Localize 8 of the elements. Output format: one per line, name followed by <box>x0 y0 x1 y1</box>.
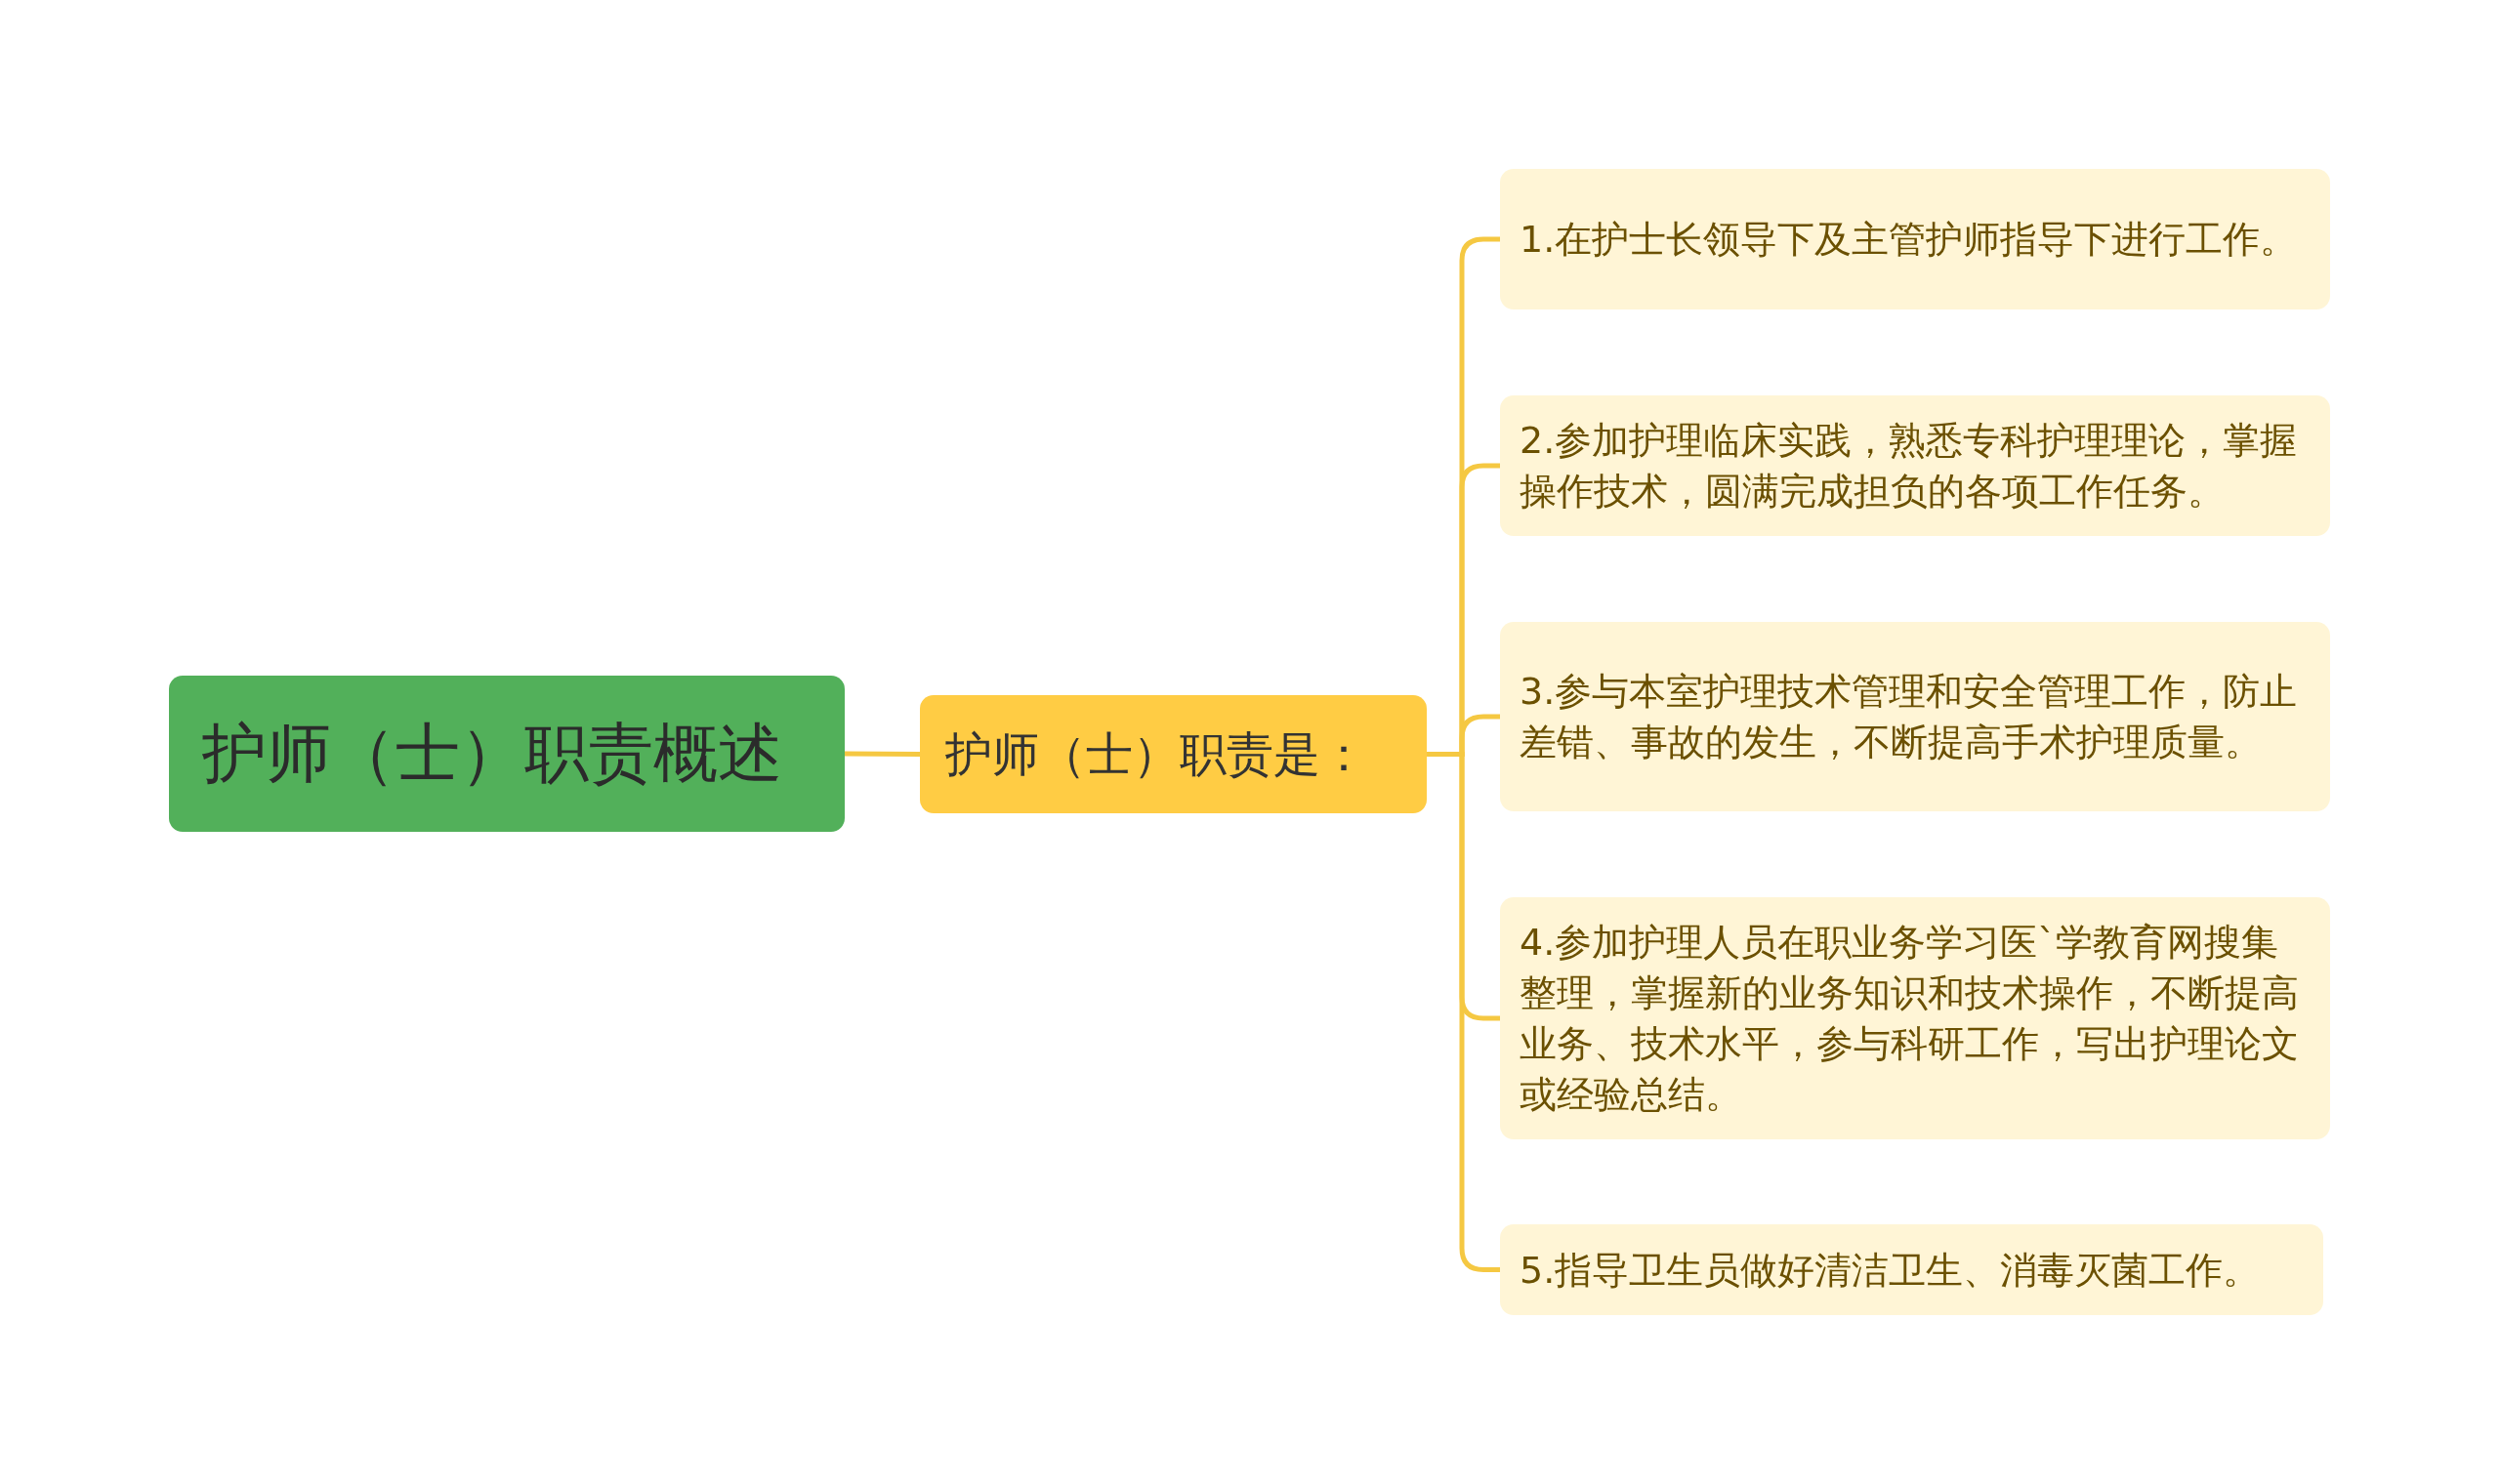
subtopic-box: 1.在护士长领导下及主管护师指导下进行工作。 <box>1500 169 2330 309</box>
subtopic-box: 5.指导卫生员做好清洁卫生、消毒灭菌工作。 <box>1500 1224 2323 1315</box>
subtopic-box: 3.参与本室护理技术管理和安全管理工作，防止差错、事故的发生，不断提高手术护理质量。 <box>1500 622 2330 811</box>
root-topic-box: 护师（士）职责概述 <box>169 676 845 832</box>
connector-line <box>845 751 920 757</box>
topic-box: 护师（士）职责是： <box>920 695 1427 813</box>
subtopic-box: 4.参加护理人员在职业务学习医`学教育网搜集整理，掌握新的业务知识和技术操作，不断提高业务、技术水平，参与科研工作，写出护理论文或经验总结。 <box>1500 897 2330 1139</box>
subtopic-box: 2.参加护理临床实践，熟悉专科护理理论，掌握操作技术，圆满完成担负的各项工作任务。 <box>1500 395 2330 536</box>
